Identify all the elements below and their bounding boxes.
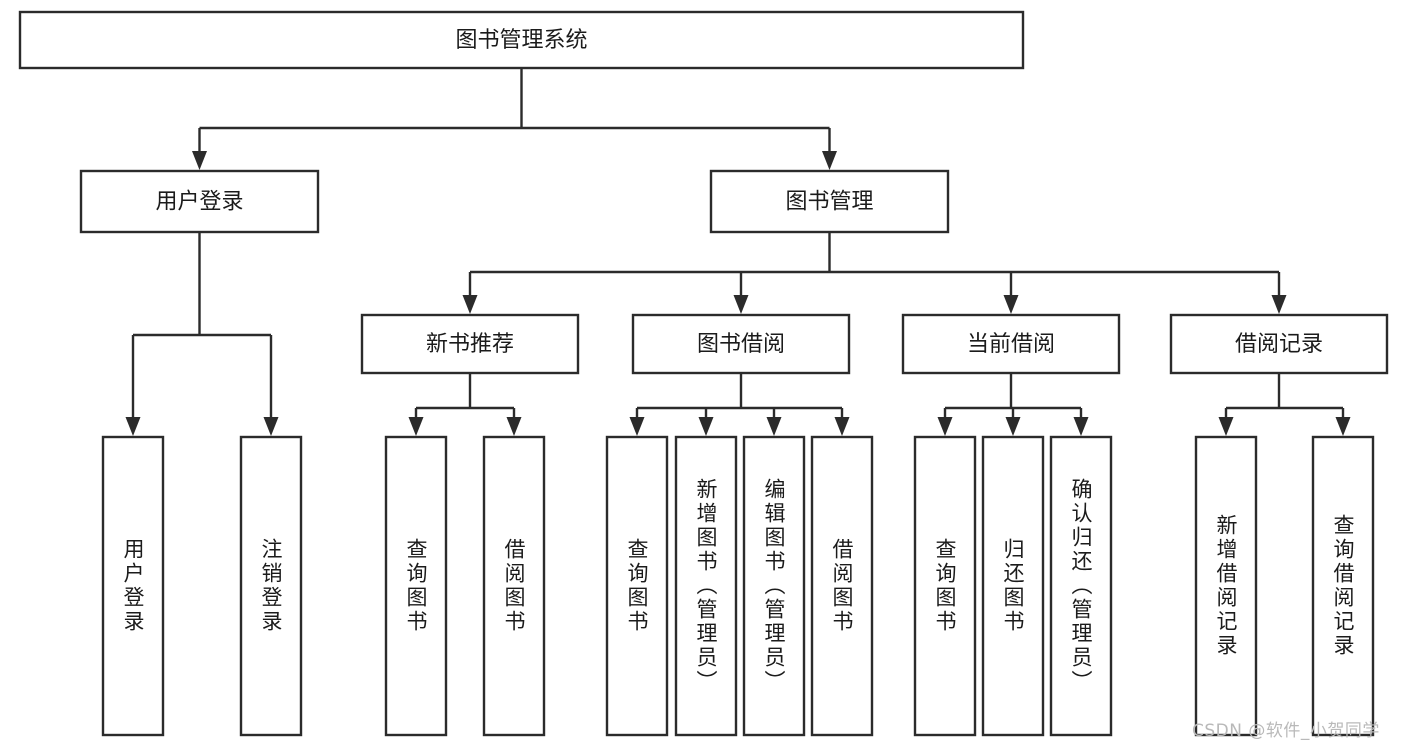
node-box-leaf-query-book-borrow[interactable] xyxy=(605,435,669,737)
node-label-book-management: 图书管理 xyxy=(785,190,873,215)
arrow-to-new-book-recommend xyxy=(462,295,478,314)
arrow-to-user-login xyxy=(192,151,207,170)
arrow-to-leaf-query-book-current xyxy=(937,417,953,436)
node-box-leaf-borrow-book[interactable] xyxy=(810,435,874,737)
node-box-leaf-query-book-recommend[interactable] xyxy=(384,435,448,737)
node-label-new-book-recommend: 新书推荐 xyxy=(426,332,514,357)
node-box-borrow-record[interactable] xyxy=(1169,313,1389,375)
arrow-to-leaf-borrow-book-recommend xyxy=(506,417,522,436)
arrow-to-book-management xyxy=(822,151,837,170)
arrow-to-leaf-borrow-book xyxy=(834,417,850,436)
csdn-watermark: CSDN @软件_小贺同学 xyxy=(1192,721,1380,741)
node-box-leaf-add-borrow-record[interactable] xyxy=(1194,435,1258,737)
node-box-leaf-borrow-book-recommend[interactable] xyxy=(482,435,546,737)
arrow-to-leaf-query-book-borrow xyxy=(629,417,645,436)
node-box-current-borrow[interactable] xyxy=(901,313,1121,375)
node-box-leaf-query-book-current[interactable] xyxy=(913,435,977,737)
node-box-leaf-logout[interactable] xyxy=(239,435,303,737)
node-box-new-book-recommend[interactable] xyxy=(360,313,580,375)
node-label-root: 图书管理系统 xyxy=(455,28,587,53)
arrow-to-leaf-add-borrow-record xyxy=(1218,417,1234,436)
node-box-leaf-confirm-return[interactable] xyxy=(1049,435,1113,737)
node-box-leaf-return-book[interactable] xyxy=(981,435,1045,737)
node-box-user-login[interactable] xyxy=(79,169,320,234)
node-box-root[interactable] xyxy=(18,10,1025,70)
node-box-book-borrow[interactable] xyxy=(631,313,851,375)
arrow-to-leaf-user-login xyxy=(125,417,141,436)
arrow-to-leaf-edit-book xyxy=(766,417,782,436)
node-box-leaf-edit-book[interactable] xyxy=(742,435,806,737)
node-box-leaf-add-book[interactable] xyxy=(674,435,738,737)
node-label-current-borrow: 当前借阅 xyxy=(967,332,1055,357)
boxes-layer xyxy=(18,10,1389,737)
node-box-leaf-user-login[interactable] xyxy=(101,435,165,737)
node-box-leaf-query-borrow-record[interactable] xyxy=(1311,435,1375,737)
arrow-to-leaf-query-book-recommend xyxy=(408,417,424,436)
node-label-borrow-record: 借阅记录 xyxy=(1235,332,1323,357)
arrow-to-leaf-confirm-return xyxy=(1073,417,1089,436)
node-label-user-login: 用户登录 xyxy=(155,190,243,215)
arrow-to-borrow-record xyxy=(1271,295,1287,314)
arrow-to-leaf-logout xyxy=(263,417,279,436)
node-label-book-borrow: 图书借阅 xyxy=(697,332,785,357)
arrow-to-current-borrow xyxy=(1003,295,1019,314)
arrow-to-leaf-query-borrow-record xyxy=(1335,417,1351,436)
connectors-layer xyxy=(125,68,1351,436)
arrow-to-leaf-return-book xyxy=(1005,417,1021,436)
arrow-to-book-borrow xyxy=(733,295,749,314)
arrow-to-leaf-add-book xyxy=(698,417,714,436)
node-box-book-management[interactable] xyxy=(709,169,950,234)
